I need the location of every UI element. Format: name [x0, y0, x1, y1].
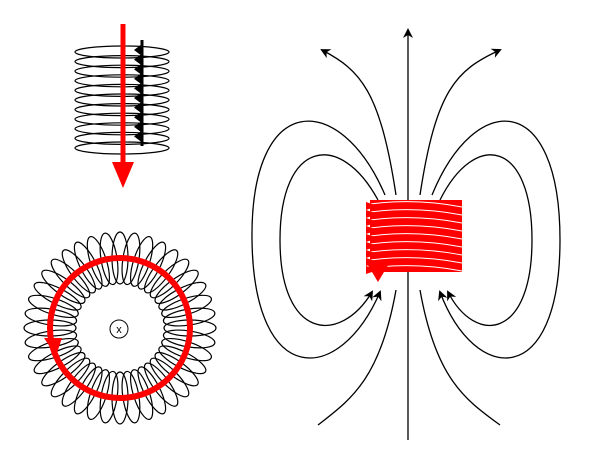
field-arrow-icon [134, 72, 142, 85]
field-line-top-left [320, 49, 397, 196]
toroid-current-loop [44, 255, 193, 401]
solenoid-field-arrows [134, 40, 144, 146]
field-into-page-symbol: x [109, 319, 129, 339]
field-line-bottom-left [317, 289, 397, 426]
field-arrow-icon [134, 44, 142, 56]
field-arrow-icon [134, 120, 142, 133]
field-loop-left-inner [279, 154, 379, 327]
coil-turn [369, 217, 463, 224]
field-arrow-icon [134, 101, 142, 114]
field-line-top-right [419, 48, 502, 196]
bar-coil [366, 200, 463, 282]
field-loop-left-outer [251, 120, 386, 359]
field-loop-right-inner [439, 154, 533, 327]
field-arrow-icon [134, 130, 142, 143]
coil-turn [369, 233, 463, 240]
coil-turn [369, 209, 463, 216]
solenoid-current-arrow [112, 24, 134, 188]
coil-turn [369, 241, 463, 248]
coil-turn [369, 257, 463, 264]
coil-turn [369, 249, 463, 256]
field-arrow-icon [134, 63, 142, 76]
coil-turn [369, 225, 463, 232]
field-arrow-icon [134, 82, 142, 95]
field-lines [251, 28, 561, 440]
field-loop-right-outer [431, 120, 561, 359]
into-page-label: x [116, 324, 122, 336]
coil-current-arrow-icon [366, 262, 390, 282]
field-line-bottom-right [419, 289, 501, 426]
field-arrow-icon [134, 111, 142, 124]
field-arrow-icon [134, 53, 142, 66]
field-arrow-icon [134, 92, 142, 104]
coil-turn [369, 201, 463, 208]
